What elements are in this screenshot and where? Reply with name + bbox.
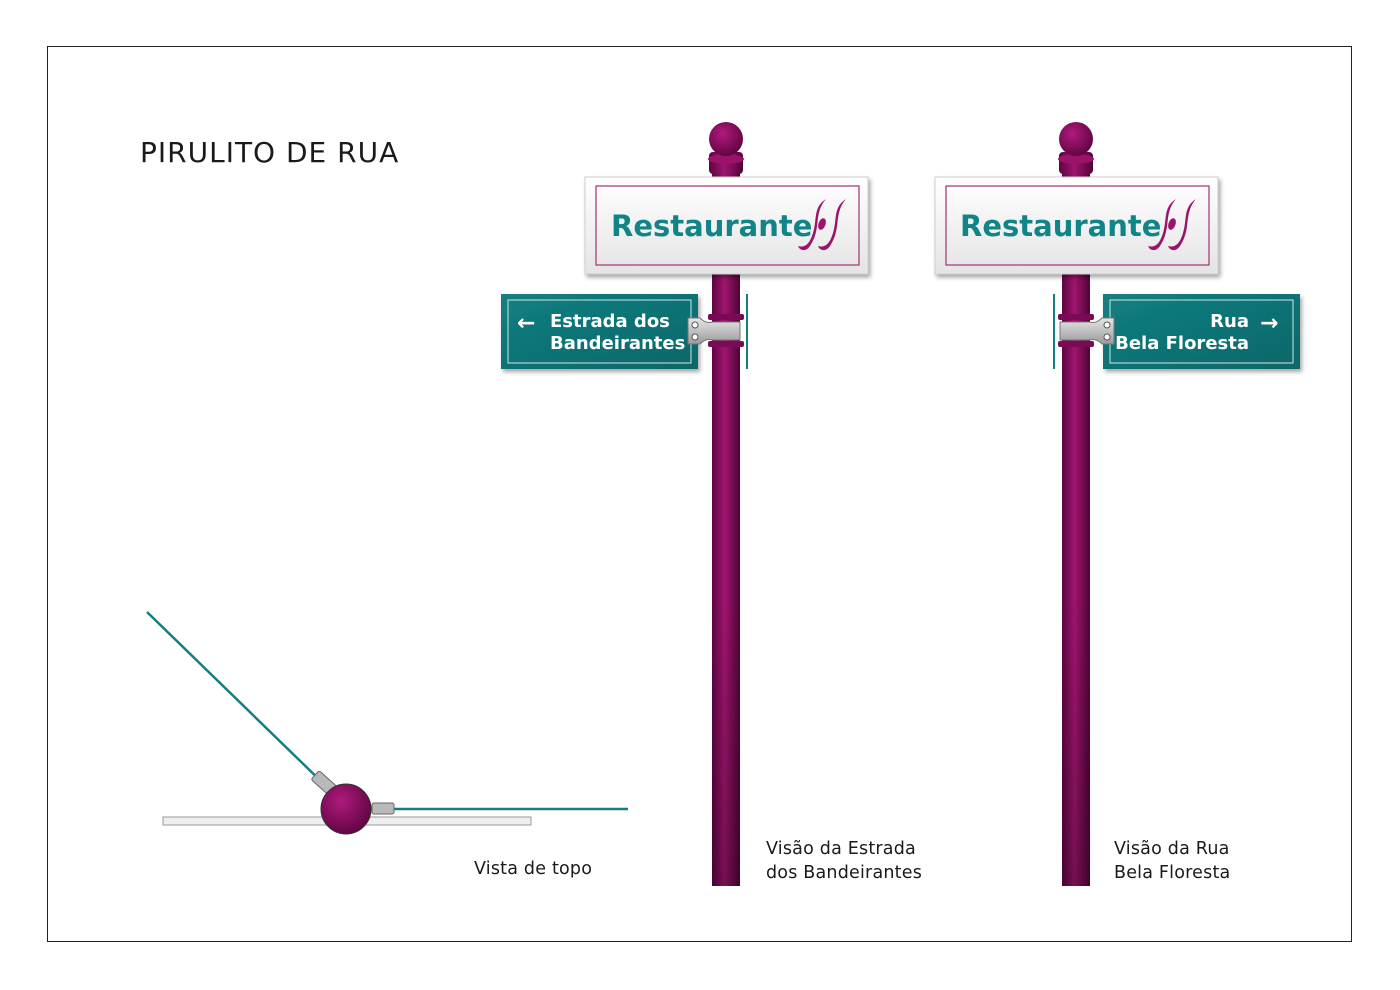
arrow-left-icon: ← bbox=[517, 311, 535, 336]
caption-view-left-line2: dos Bandeirantes bbox=[766, 863, 923, 883]
top-view-left-sign-line bbox=[146, 611, 331, 791]
caption-view-left-line1: Visão da Estrada bbox=[766, 839, 916, 859]
arrow-right-icon: → bbox=[1260, 311, 1278, 336]
sign-clamp-left bbox=[687, 294, 748, 369]
pole-finial-ball bbox=[709, 122, 743, 156]
street-sign-right bbox=[1103, 294, 1300, 369]
street-sign-left-line1: Estrada dos bbox=[550, 311, 670, 332]
signpost-right: Restaurante Rua Bela Floresta → bbox=[934, 122, 1300, 886]
street-sign-right-line1: Rua bbox=[1210, 311, 1249, 332]
restaurant-logo-icon bbox=[798, 199, 846, 251]
restaurant-label: Restaurante bbox=[611, 209, 812, 243]
top-view-clamp-right bbox=[371, 802, 395, 815]
restaurant-logo-icon bbox=[1148, 199, 1196, 251]
top-view-diagram bbox=[146, 611, 628, 835]
caption-view-left: Visão da Estrada dos Bandeirantes bbox=[766, 837, 922, 885]
street-sign-left bbox=[501, 294, 698, 369]
street-sign-left-line2: Bandeirantes bbox=[550, 333, 685, 354]
caption-view-right-line2: Bela Floresta bbox=[1114, 863, 1231, 883]
drawing-frame bbox=[47, 46, 1352, 942]
caption-view-right: Visão da Rua Bela Floresta bbox=[1114, 837, 1230, 885]
caption-view-right-line1: Visão da Rua bbox=[1114, 839, 1230, 859]
sign-clamp-right bbox=[1053, 294, 1115, 369]
top-view-pole-circle bbox=[320, 783, 372, 835]
restaurant-label: Restaurante bbox=[960, 209, 1161, 243]
street-sign-right-line2: Bela Floresta bbox=[1115, 333, 1249, 354]
page-title: PIRULITO DE RUA bbox=[140, 136, 400, 169]
pole-finial-ball bbox=[1059, 122, 1093, 156]
caption-top-view: Vista de topo bbox=[474, 859, 593, 879]
signpost-left: Restaurante ← Estrada dos Bandeirantes bbox=[501, 122, 869, 886]
